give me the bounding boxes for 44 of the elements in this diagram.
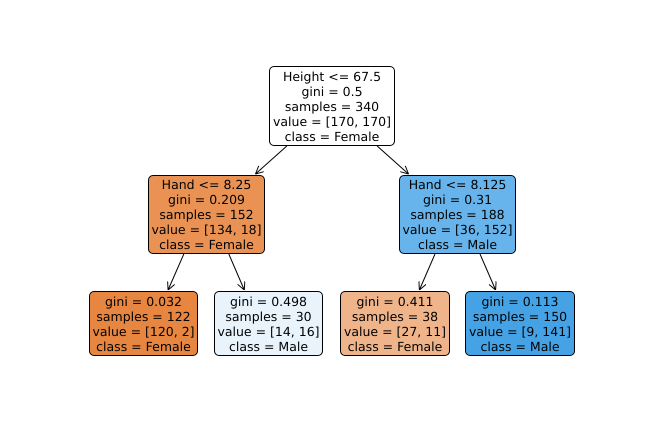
node-text: value = [170, 170] [273,114,391,128]
tree-node-box [89,291,198,356]
node-text: gini = 0.31 [422,192,492,207]
node-text: class = Female [284,128,380,144]
node-text: Hand <= 8.125 [408,177,506,192]
node-text: Height <= 67.5 [282,68,382,84]
node-text: value = [36, 152] [402,222,513,237]
tree-node-box [214,291,323,356]
node-text: gini = 0.113 [481,294,558,308]
node-text: class = Female [348,338,442,354]
node-text: gini = 0.5 [301,84,363,98]
node-text: samples = 122 [96,308,191,324]
node-text: class = Female [159,237,254,252]
node-text: samples = 38 [352,308,438,324]
node-text: samples = 30 [225,308,312,324]
node-text: gini = 0.498 [230,294,307,308]
node-text: value = [120, 2] [92,324,195,338]
node-text: class = Male [480,338,560,354]
node-text: value = [9, 141] [468,324,572,338]
arrow [167,254,184,290]
arrow [228,254,246,290]
node-text: value = [134, 18] [151,222,262,237]
node-text: samples = 152 [159,207,254,222]
tree-node-box [148,175,265,254]
node-text: class = Male [418,237,498,252]
arrow [480,254,497,290]
tree-node-box [340,291,450,356]
node-text: class = Male [228,338,308,354]
tree-node-box [465,291,575,356]
node-text: class = Female [96,338,191,354]
node-text: Hand <= 8.25 [162,177,252,192]
node-text: samples = 188 [410,207,505,222]
node-text: samples = 340 [284,98,380,114]
node-text: gini = 0.209 [168,192,245,207]
node-text: value = [14, 16] [217,324,320,338]
node-text: gini = 0.032 [104,294,182,308]
tree-node-box [269,66,395,146]
node-text: gini = 0.411 [356,294,434,308]
arrow [418,254,436,290]
tree-node-box [399,175,516,254]
node-text: samples = 150 [472,308,568,324]
arrow [254,146,288,174]
node-text: value = [27, 11] [344,324,446,338]
arrow [376,146,410,174]
